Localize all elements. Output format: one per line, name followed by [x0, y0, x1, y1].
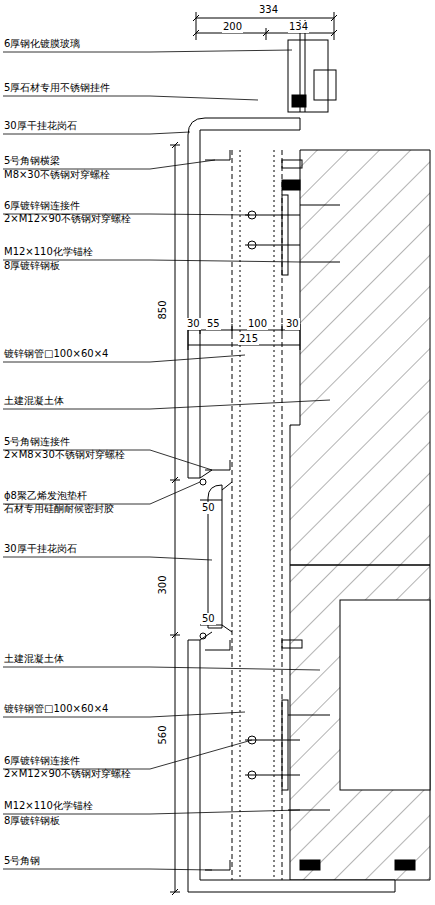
dimension: 560 [157, 724, 169, 745]
leader-line [3, 132, 190, 134]
callout-label: 8厚镀锌钢板 [4, 260, 60, 272]
dimension: 50 [201, 613, 216, 625]
callout-label: 5号角钢横梁 [4, 155, 60, 167]
callout-label: 8厚镀锌钢板 [4, 815, 60, 827]
callout-label: ϕ8聚乙烯发泡垫杆 [4, 490, 87, 502]
leader-line [3, 482, 200, 504]
callout-label: 5厚石材专用不锈钢挂件 [4, 82, 110, 94]
callout-label: 石材专用硅酮耐候密封胶 [4, 503, 114, 515]
callout-label: 6厚钢化镀膜玻璃 [4, 38, 80, 50]
callout-label: M12×110化学锚栓 [4, 800, 93, 812]
callout-label: 2×M12×90不锈钢对穿螺栓 [4, 213, 131, 225]
callout-label: 2×M12×90不锈钢对穿螺栓 [4, 768, 131, 780]
callout-label: 5号角钢 [4, 855, 40, 867]
dimension: 215 [238, 333, 259, 345]
leader-line [3, 667, 320, 670]
callout-label: 30厚干挂花岗石 [4, 120, 77, 132]
callout-label: 6厚镀锌钢连接件 [4, 200, 80, 212]
dimension: 200 [222, 21, 243, 33]
leader-line [3, 450, 212, 470]
callout-label: 2×M8×30不锈钢对穿螺栓 [4, 449, 125, 461]
callout-label: 5号角钢连接件 [4, 436, 70, 448]
leader-line [3, 740, 252, 769]
callout-label: 镀锌钢管□100×60×4 [4, 348, 108, 360]
dimension: 334 [258, 4, 279, 16]
dimension: 30 [285, 318, 300, 330]
callout-label: M12×110化学锚栓 [4, 246, 93, 258]
dimension: 134 [288, 21, 309, 33]
dimension: 300 [157, 574, 169, 595]
dimension: 50 [201, 502, 216, 514]
dimension: 100 [247, 318, 268, 330]
callout-label: M8×30不锈钢对穿螺栓 [4, 169, 110, 181]
dimension: 30 [186, 318, 201, 330]
leader-line [3, 96, 258, 100]
callout-label: 土建混凝土体 [4, 653, 64, 665]
leader-line [3, 869, 212, 870]
callout-label: 镀锌钢管□100×60×4 [4, 703, 108, 715]
callout-label: 6厚镀锌钢连接件 [4, 755, 80, 767]
dimension: 55 [206, 318, 221, 330]
dimension: 850 [157, 299, 169, 320]
leader-line [3, 557, 212, 560]
callout-label: 30厚干挂花岗石 [4, 543, 77, 555]
callout-label: 土建混凝土体 [4, 395, 64, 407]
leader-line [3, 50, 292, 52]
